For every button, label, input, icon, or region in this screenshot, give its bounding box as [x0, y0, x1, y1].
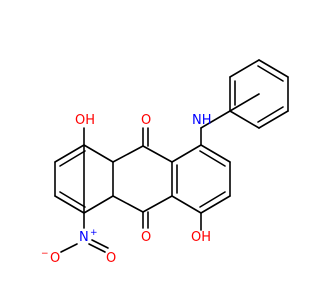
hydroxyl-top-left: OH: [75, 113, 95, 128]
atom-labels: O O OH OH NH N + O − O: [41, 113, 212, 266]
hydroxyl-bottom-right: OH: [191, 230, 211, 245]
carbonyl-oxygen-top: O: [141, 113, 151, 128]
amine-nh: NH: [192, 113, 212, 128]
nitro-nitrogen-charge: +: [90, 228, 98, 238]
molecule-structure: O O OH OH NH N + O − O: [41, 59, 289, 266]
nitro-nitrogen: N: [79, 230, 89, 245]
nitro-oxygen-left-charge: −: [41, 249, 49, 259]
nitro-oxygen-right: O: [106, 251, 116, 266]
carbonyl-oxygen-bottom: O: [141, 230, 151, 245]
nitro-oxygen-left: O: [50, 251, 60, 266]
nitro-bonds: [60, 239, 109, 253]
carbon-bonds: [54, 59, 289, 231]
